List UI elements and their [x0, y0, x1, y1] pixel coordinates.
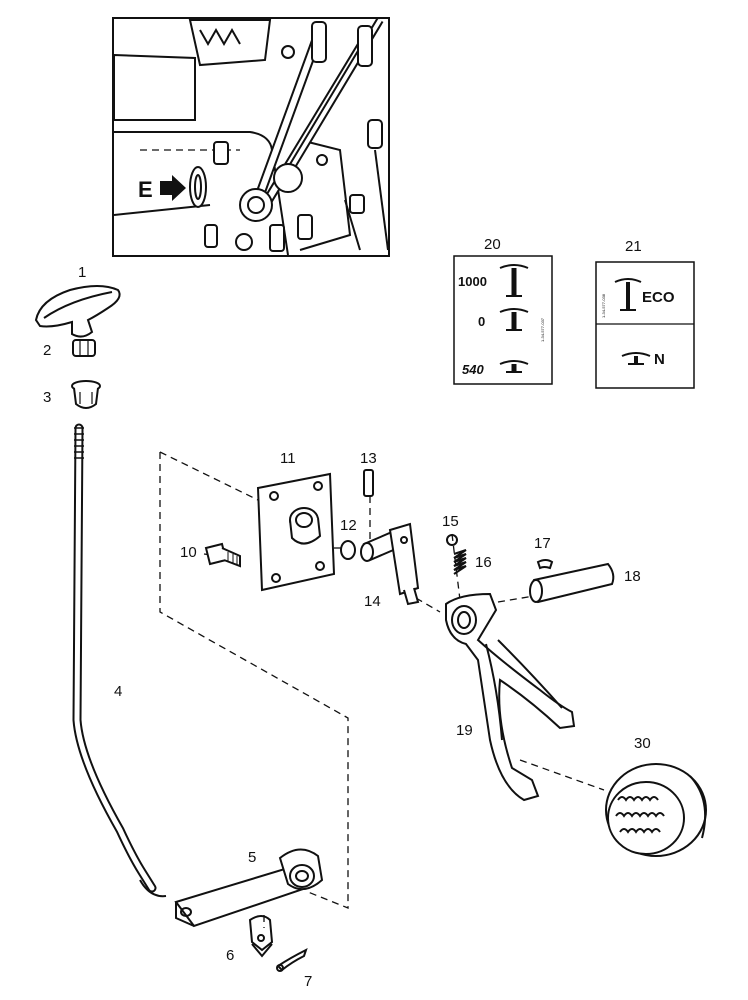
part-17-key	[536, 559, 554, 570]
decal-20-label-1000: 1000	[458, 274, 487, 289]
knob-pushed-icon	[499, 360, 529, 373]
callout-13: 13	[360, 450, 377, 467]
callout-16: 16	[475, 554, 492, 571]
callout-12: 12	[340, 517, 357, 534]
callout-14: 14	[364, 593, 381, 610]
callout-4: 4	[114, 683, 122, 700]
part-18-fork-shaft	[529, 562, 615, 604]
part-16-spring	[453, 549, 467, 575]
inset-view: E	[112, 17, 390, 257]
part-13-pin	[363, 469, 374, 497]
decal-20-label-0: 0	[478, 314, 485, 329]
part-7-cotter-pin	[276, 948, 308, 972]
decal-21-code: 1-34-577-038	[601, 293, 606, 318]
decal-20-code: 1-34-577-037	[540, 317, 545, 342]
knob-middle-icon	[499, 308, 529, 331]
decal-20-label-540: 540	[462, 362, 484, 377]
view-arrow-icon	[160, 175, 186, 201]
decal-21: ECO N 1-34-577-038	[595, 261, 695, 389]
callout-20: 20	[484, 236, 501, 253]
callout-1: 1	[78, 264, 86, 281]
part-3-bushing	[71, 380, 101, 409]
callout-5: 5	[248, 849, 256, 866]
view-letter-e: E	[138, 177, 153, 202]
decal-20: 1000 0 540 1-34-577-037	[453, 255, 553, 385]
decal-21-label-n: N	[654, 351, 665, 368]
decal-21-label-eco: ECO	[642, 289, 675, 306]
callout-18: 18	[624, 568, 641, 585]
part-6-clip	[248, 915, 274, 958]
part-5-lever	[174, 848, 324, 928]
knob-pulled-icon	[499, 264, 529, 297]
callout-10: 10	[180, 544, 197, 561]
callout-17: 17	[534, 535, 551, 552]
callout-11: 11	[280, 450, 296, 467]
callout-2: 2	[43, 342, 51, 359]
part-1-knob	[34, 285, 121, 338]
part-11-plate	[256, 472, 336, 592]
part-15-ball	[446, 534, 458, 546]
callout-7: 7	[304, 973, 312, 990]
callout-3: 3	[43, 389, 51, 406]
callout-6: 6	[226, 947, 234, 964]
part-30-sleeve	[605, 763, 707, 857]
callout-21: 21	[625, 238, 642, 255]
callout-19: 19	[456, 722, 473, 739]
knob-neutral-icon	[621, 352, 651, 365]
callout-15: 15	[442, 513, 459, 530]
part-19-shift-fork	[445, 592, 576, 802]
knob-eco-icon	[614, 278, 642, 311]
part-2-nut	[72, 339, 96, 357]
part-14-shaft	[360, 522, 420, 606]
part-10-bolt	[204, 542, 241, 568]
callout-numbers: 1 2 3 4 5 6 7 10 11 12 13 14 15 16 17 18…	[43, 236, 651, 990]
callout-30: 30	[634, 735, 651, 752]
part-4-shift-rod	[72, 423, 167, 898]
part-12-o-ring	[340, 540, 356, 560]
